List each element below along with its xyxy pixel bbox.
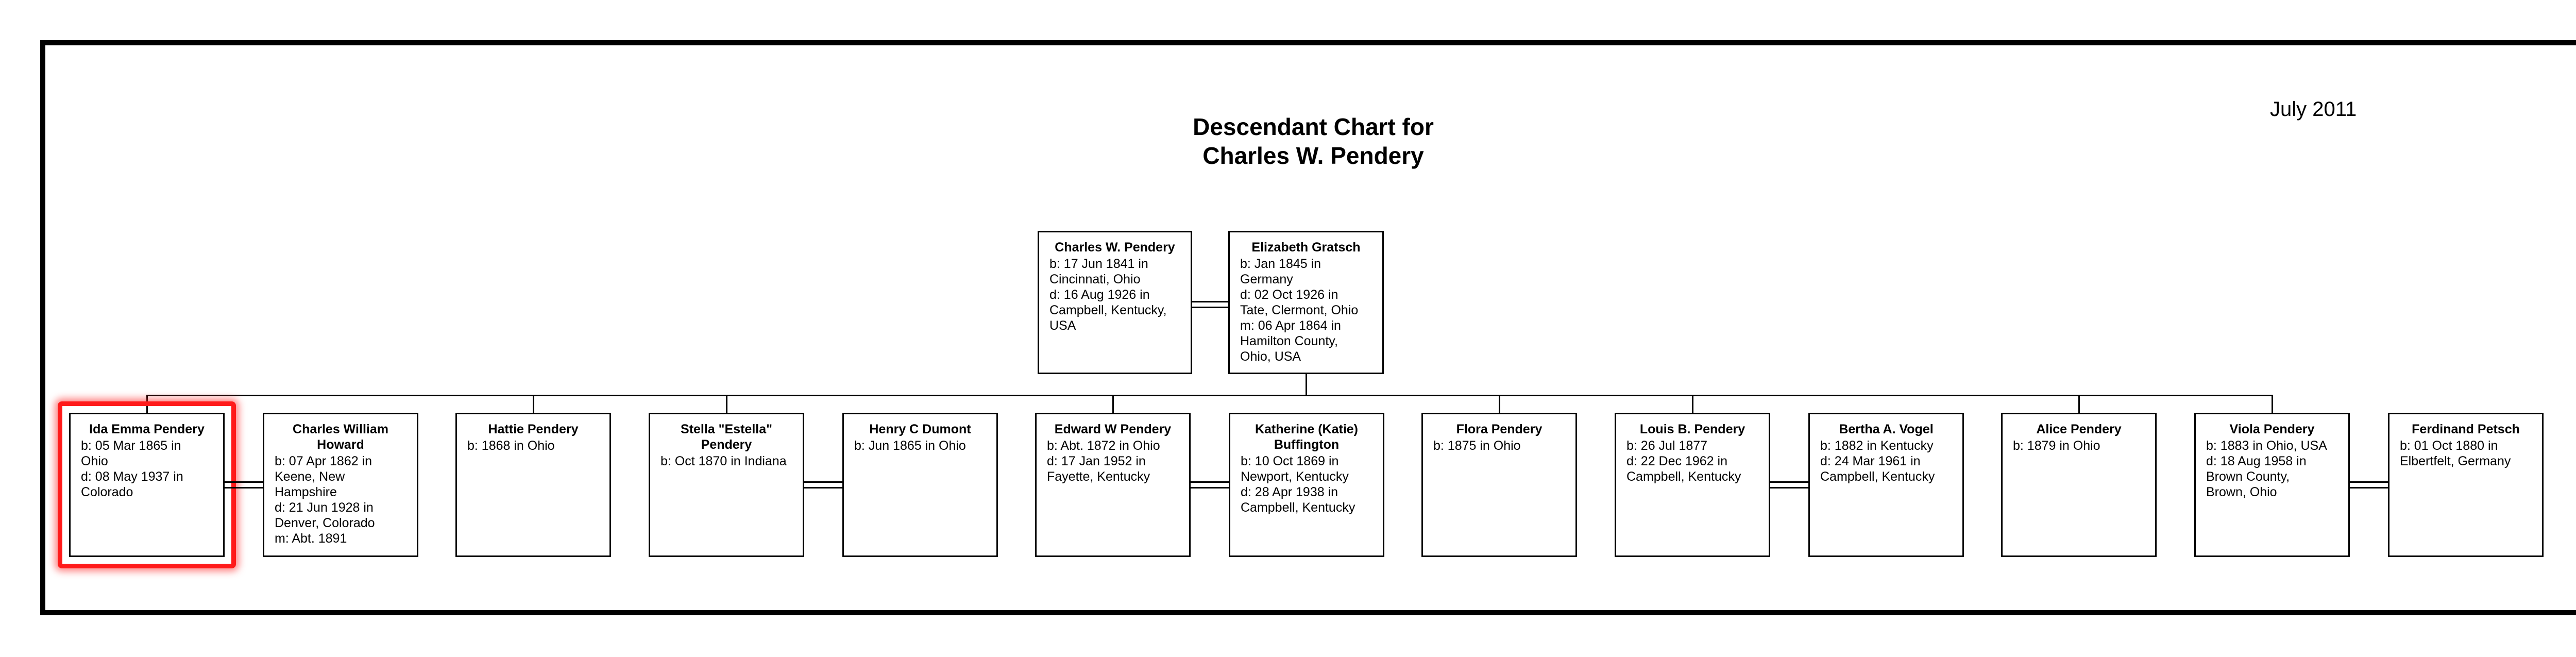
person-detail: b: 01 Oct 1880 in	[2400, 439, 2498, 453]
marriage-connector	[1770, 481, 1808, 488]
person-detail: m: 06 Apr 1864 in	[1240, 318, 1341, 333]
person-card-louis-b-pendery[interactable]: Louis B. Pendery b: 26 Jul 1877 d: 22 De…	[1615, 413, 1770, 557]
person-name: Edward W Pendery	[1054, 422, 1172, 436]
person-detail: Keene, New	[275, 469, 345, 484]
person-card-henry-c-dumont[interactable]: Henry C Dumont b: Jun 1865 in Ohio	[842, 413, 998, 557]
person-detail: Ohio	[81, 454, 108, 468]
person-card-ferdinand-petsch[interactable]: Ferdinand Petsch b: 01 Oct 1880 in Elber…	[2388, 413, 2544, 557]
person-detail: b: Abt. 1872 in Ohio	[1047, 439, 1160, 453]
marriage-connector	[1191, 481, 1229, 488]
person-detail: Germany	[1240, 272, 1293, 287]
person-detail: b: 1882 in Kentucky	[1820, 439, 1934, 453]
person-detail: Newport, Kentucky	[1241, 469, 1349, 484]
marriage-connector	[804, 481, 842, 488]
person-detail: b: 1875 in Ohio	[1433, 439, 1521, 453]
chart-title-line-1: Descendant Chart for	[1193, 113, 1434, 140]
person-detail: Campbell, Kentucky,	[1049, 303, 1167, 317]
person-name: Hattie Pendery	[488, 422, 579, 436]
tree-connector	[1112, 395, 1114, 413]
person-detail: b: 1883 in Ohio, USA	[2206, 439, 2327, 453]
person-name: Louis B. Pendery	[1639, 422, 1745, 436]
person-detail: b: 07 Apr 1862 in	[275, 454, 372, 468]
person-card-flora-pendery[interactable]: Flora Pendery b: 1875 in Ohio	[1421, 413, 1577, 557]
person-detail: m: Abt. 1891	[275, 531, 347, 546]
person-detail: Cincinnati, Ohio	[1049, 272, 1141, 287]
person-detail: Brown, Ohio	[2206, 485, 2277, 499]
person-detail: d: 17 Jan 1952 in	[1047, 454, 1146, 468]
person-name: Elizabeth Gratsch	[1251, 240, 1361, 255]
person-detail: USA	[1049, 318, 1076, 333]
marriage-connector	[1192, 301, 1228, 308]
tree-connector	[146, 395, 2272, 396]
tree-connector	[2078, 395, 2080, 413]
person-detail: d: 21 Jun 1928 in	[275, 500, 374, 515]
person-card-hattie-pendery[interactable]: Hattie Pendery b: 1868 in Ohio	[455, 413, 611, 557]
person-detail: d: 02 Oct 1926 in	[1240, 288, 1338, 302]
person-detail: b: 17 Jun 1841 in	[1049, 257, 1148, 271]
chart-date: July 2011	[2270, 98, 2357, 121]
person-detail: Colorado	[81, 485, 133, 499]
person-detail: Elbertfelt, Germany	[2400, 454, 2511, 468]
person-detail: b: 10 Oct 1869 in	[1241, 454, 1339, 468]
tree-connector	[1306, 374, 1307, 395]
person-detail: b: 26 Jul 1877	[1626, 439, 1708, 453]
person-card-elizabeth-gratsch[interactable]: Elizabeth Gratsch b: Jan 1845 in Germany…	[1228, 231, 1384, 374]
marriage-connector	[225, 481, 263, 488]
person-card-viola-pendery[interactable]: Viola Pendery b: 1883 in Ohio, USA d: 18…	[2194, 413, 2350, 557]
person-name: Henry C Dumont	[869, 422, 971, 436]
tree-connector	[2272, 395, 2273, 413]
person-detail: Hampshire	[275, 485, 337, 499]
person-name: Viola Pendery	[2229, 422, 2315, 436]
person-card-charles-william-howard[interactable]: Charles William Howard b: 07 Apr 1862 in…	[263, 413, 418, 557]
person-card-edward-w-pendery[interactable]: Edward W Pendery b: Abt. 1872 in Ohio d:…	[1035, 413, 1191, 557]
person-detail: b: 1868 in Ohio	[467, 439, 555, 453]
person-detail: d: 18 Aug 1958 in	[2206, 454, 2307, 468]
person-detail: Hamilton County,	[1240, 334, 1338, 348]
person-detail: b: Jun 1865 in Ohio	[854, 439, 966, 453]
person-detail: Campbell, Kentucky	[1241, 500, 1355, 515]
tree-connector	[726, 395, 727, 413]
person-detail: b: 05 Mar 1865 in	[81, 439, 181, 453]
person-detail: Campbell, Kentucky	[1626, 469, 1741, 484]
person-card-stella-pendery[interactable]: Stella "Estella" Pendery b: Oct 1870 in …	[649, 413, 804, 557]
person-detail: b: 1879 in Ohio	[2013, 439, 2100, 453]
person-detail: d: 16 Aug 1926 in	[1049, 288, 1150, 302]
chart-frame	[40, 40, 2576, 615]
person-card-ida-emma-pendery[interactable]: Ida Emma Pendery b: 05 Mar 1865 in Ohio …	[69, 413, 225, 557]
person-name: Katherine (Katie) Buffington	[1255, 422, 1359, 452]
person-detail: Ohio, USA	[1240, 349, 1301, 364]
person-name: Charles W. Pendery	[1055, 240, 1175, 255]
tree-connector	[1692, 395, 1693, 413]
person-name: Flora Pendery	[1456, 422, 1543, 436]
person-detail: d: 24 Mar 1961 in	[1820, 454, 1921, 468]
person-name: Ferdinand Petsch	[2412, 422, 2520, 436]
tree-connector	[1499, 395, 1500, 413]
chart-title-line-2: Charles W. Pendery	[1202, 142, 1424, 169]
person-card-charles-w-pendery[interactable]: Charles W. Pendery b: 17 Jun 1841 in Cin…	[1038, 231, 1192, 374]
person-name: Stella "Estella" Pendery	[681, 422, 772, 452]
person-detail: b: Oct 1870 in Indiana	[660, 454, 787, 468]
selection-highlight	[58, 401, 236, 568]
person-name: Alice Pendery	[2036, 422, 2122, 436]
person-detail: Tate, Clermont, Ohio	[1240, 303, 1359, 317]
person-name: Charles William Howard	[293, 422, 388, 452]
person-card-bertha-a-vogel[interactable]: Bertha A. Vogel b: 1882 in Kentucky d: 2…	[1808, 413, 1964, 557]
person-detail: d: 08 May 1937 in	[81, 469, 183, 484]
person-card-katherine-buffington[interactable]: Katherine (Katie) Buffington b: 10 Oct 1…	[1229, 413, 1384, 557]
person-detail: d: 28 Apr 1938 in	[1241, 485, 1338, 499]
person-detail: d: 22 Dec 1962 in	[1626, 454, 1727, 468]
person-name: Bertha A. Vogel	[1839, 422, 1934, 436]
person-detail: b: Jan 1845 in	[1240, 257, 1321, 271]
person-detail: Denver, Colorado	[275, 516, 375, 530]
person-card-alice-pendery[interactable]: Alice Pendery b: 1879 in Ohio	[2001, 413, 2157, 557]
person-detail: Brown County,	[2206, 469, 2290, 484]
person-detail: Fayette, Kentucky	[1047, 469, 1150, 484]
person-name: Ida Emma Pendery	[89, 422, 205, 436]
tree-connector	[533, 395, 534, 413]
marriage-connector	[2350, 481, 2388, 488]
person-detail: Campbell, Kentucky	[1820, 469, 1935, 484]
